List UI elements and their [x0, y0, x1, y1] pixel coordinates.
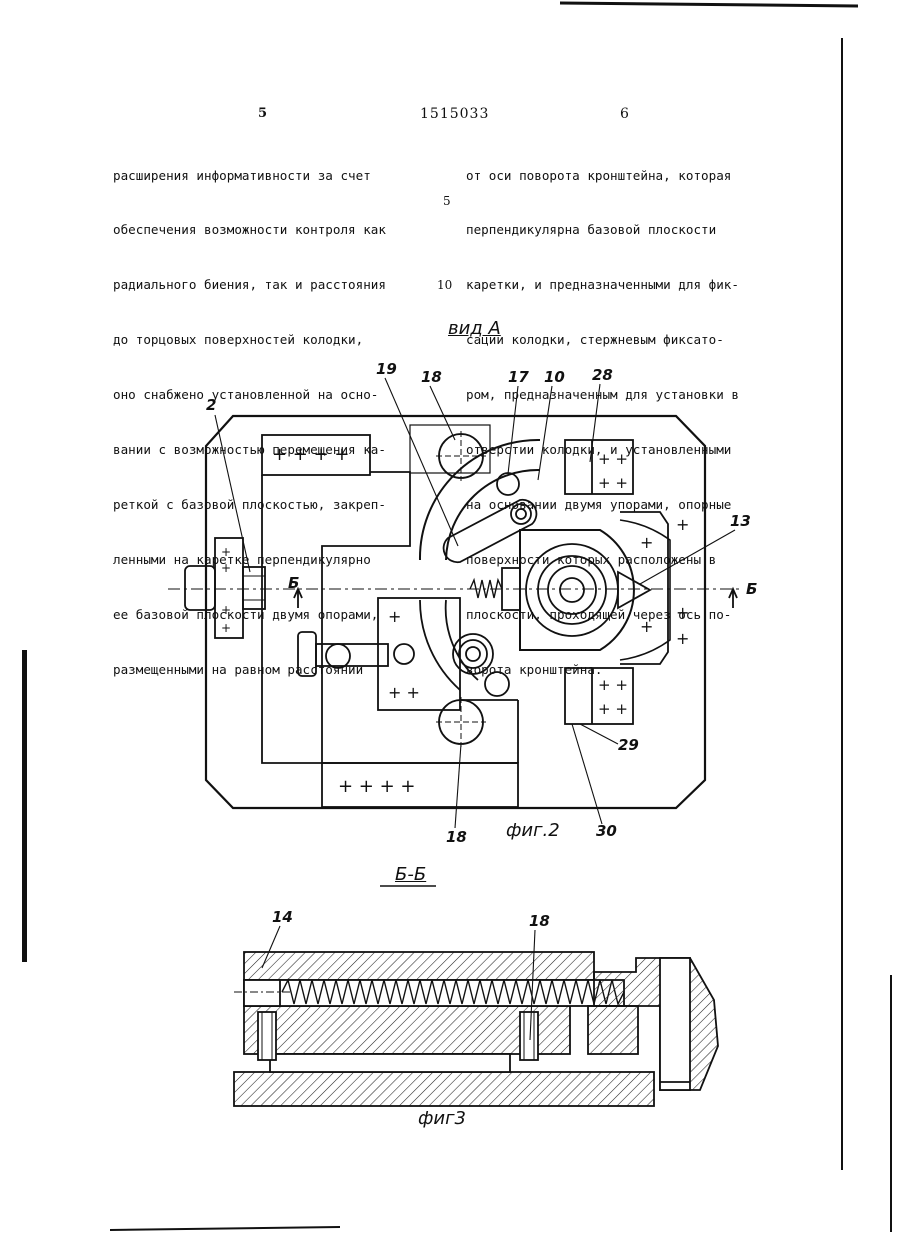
- svg-text:+: +: [388, 607, 401, 626]
- svg-text:+: +: [640, 617, 653, 636]
- svg-text:+: +: [221, 561, 231, 575]
- svg-text:+ +: + +: [598, 450, 628, 468]
- svg-text:+: +: [676, 603, 689, 622]
- svg-text:+: +: [221, 545, 231, 559]
- svg-text:+: +: [221, 603, 231, 617]
- svg-text:+: +: [676, 629, 689, 648]
- svg-text:+ +: + +: [598, 474, 628, 492]
- svg-text:+ +: + +: [598, 676, 628, 694]
- svg-text:+: +: [640, 533, 653, 552]
- figure-3-drawing: [234, 886, 718, 1106]
- svg-text:+: +: [221, 621, 231, 635]
- svg-text:+ + + +: + + + +: [338, 776, 416, 797]
- svg-text:+ +: + +: [598, 700, 628, 718]
- svg-text:+: +: [676, 515, 689, 534]
- figure-2-drawing: + + + + + + + + + + + + + + +: [168, 378, 740, 828]
- svg-text:+ +: + +: [388, 683, 420, 702]
- svg-text:+ + + +: + + + +: [272, 444, 350, 465]
